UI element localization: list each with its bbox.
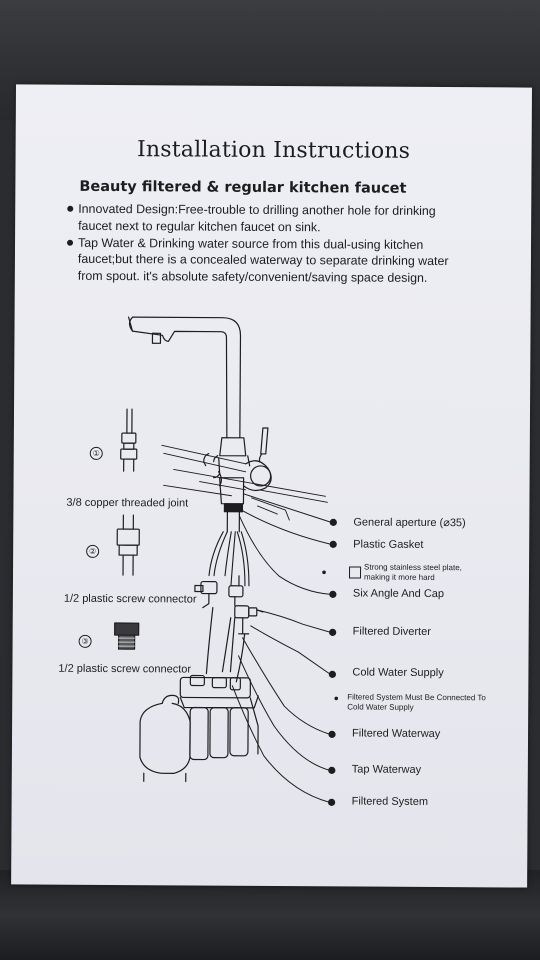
angle-valve-icon (194, 575, 244, 609)
connector-1-icon (120, 408, 138, 472)
connector-3-label: 1/2 plastic screw connector (58, 662, 192, 676)
connector-2-number: ② (86, 544, 100, 558)
callout-general-aperture: General aperture (⌀35) (353, 516, 466, 530)
filter-pipes (205, 607, 246, 683)
connector-1-label: 3/8 copper threaded joint (66, 496, 189, 510)
connector-2-icon (116, 514, 140, 576)
sink-outline (161, 444, 328, 521)
checkbox-icon (348, 566, 362, 579)
faucet-icon (127, 316, 272, 505)
filter-system-icon (139, 674, 259, 783)
callout-steel-plate-note: Strong stainless steel plate, making it … (363, 562, 462, 582)
callout-filtered-system-note: Filtered System Must Be Connected To Col… (347, 692, 486, 712)
connector-1-number: ① (89, 446, 103, 460)
callout-plastic-gasket: Plastic Gasket (353, 538, 424, 551)
callout-lines (231, 493, 332, 803)
instruction-sheet: Installation Instructions Beauty filtere… (11, 84, 532, 888)
callout-filtered-waterway: Filtered Waterway (352, 727, 441, 741)
gasket-icon (223, 503, 244, 513)
callout-filtered-diverter: Filtered Diverter (352, 625, 431, 638)
hoses (208, 531, 250, 587)
callout-cold-water-supply: Cold Water Supply (352, 666, 444, 680)
faucet-diagram (114, 316, 339, 806)
callout-tap-waterway: Tap Waterway (351, 763, 422, 776)
callout-dots (322, 518, 339, 806)
connector-3-icon (114, 622, 140, 650)
connector-2-label: 1/2 plastic screw connector (63, 592, 197, 606)
connector-3-number: ③ (78, 634, 92, 648)
callout-six-angle-cap: Six Angle And Cap (352, 587, 445, 601)
callout-filtered-system: Filtered System (351, 795, 429, 808)
